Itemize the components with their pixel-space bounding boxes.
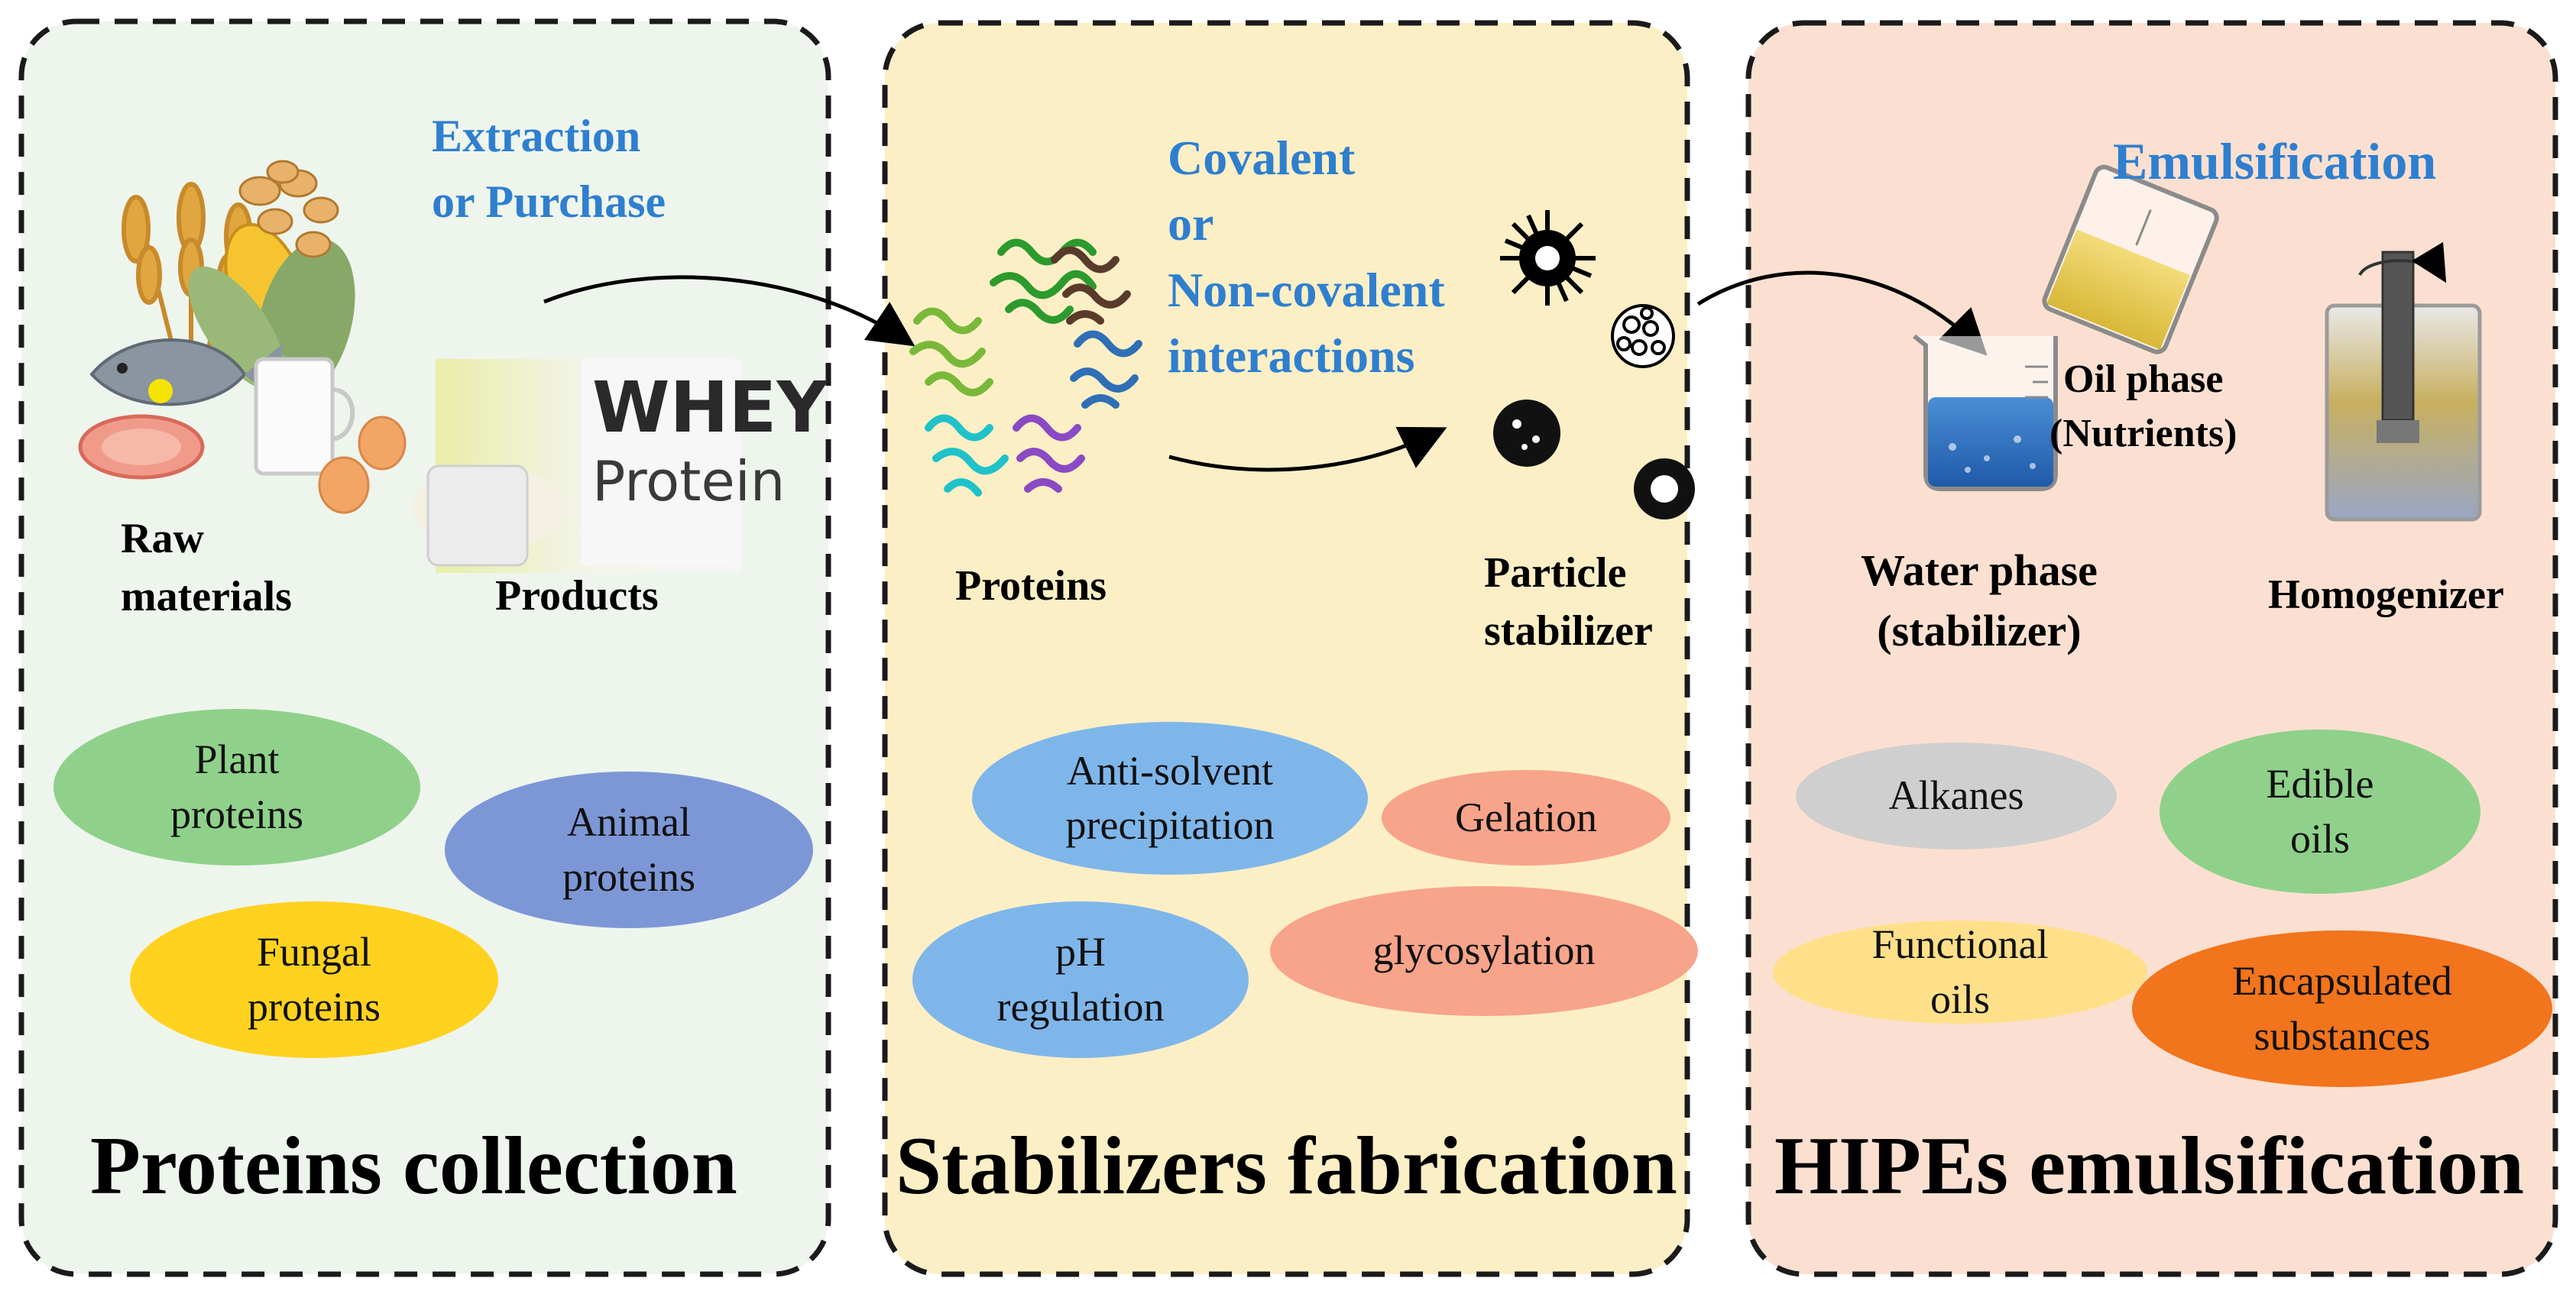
category-plant-proteins: Plant proteins [53,709,420,866]
proteins-label: Proteins [955,562,1107,610]
method-text-line: glycosylation [1372,927,1596,974]
method-text-line: pH [1055,929,1106,976]
protein-label: Protein [592,449,785,513]
panel-title-hipes-emulsification: HIPEs emulsification [1774,1121,2525,1212]
method-text-line: Anti-solvent [1067,747,1273,794]
method-text-line: precipitation [1065,802,1275,848]
raw-materials-image [78,160,407,514]
step-label-emulsification: Emulsification [2113,132,2437,190]
step-label-interactions-line4: interactions [1168,328,1415,383]
oil-text-line: Functional [1871,921,2049,968]
whey-label: WHEY [592,367,828,448]
method-anti-solvent-precipitation: Anti-solvent precipitation [972,722,1368,875]
particle-stabilizer-label: Particle stabilizer [1484,544,1653,660]
protein-structure-image [909,238,1142,497]
particle-stabilizer-image [1493,210,1695,519]
panel-title-stabilizers-fabrication: Stabilizers fabrication [896,1121,1677,1212]
water-phase-label-line1: Water phase [1861,545,2098,595]
oil-phase-label: Oil phase (Nutrients) [2049,353,2237,461]
category-text-line: Animal [567,799,691,846]
step-label-interactions-line3: Non-covalent [1168,262,1445,317]
step-label-interactions-line1: Covalent [1168,131,1356,185]
step-label-extraction-line2: or Purchase [432,176,666,227]
panel-title-proteins-collection: Proteins collection [90,1121,737,1212]
oil-text-line: Alkanes [1888,772,2024,819]
oil-beaker-icon [2042,164,2219,354]
oil-text-line: Edible [2266,761,2374,807]
category-animal-proteins: Animal proteins [445,772,813,928]
products-label: Products [495,572,659,620]
oil-text-line: Encapsulated [2232,958,2452,1005]
hairy-particle-icon [1500,210,1596,306]
aggregate-particle-icon [1611,304,1675,368]
egg-icon [318,416,407,514]
oil-phase-label-line2: (Nutrients) [2049,411,2237,455]
oil-encapsulated-substances: Encapsulated substances [2132,930,2552,1087]
category-text-line: proteins [170,791,303,837]
particle-stabilizer-label-line2: stabilizer [1484,607,1653,655]
soybean-icon [238,160,339,258]
water-phase-label-line2: (stabilizer) [1877,605,2082,655]
method-gelation: Gelation [1382,770,1670,866]
solid-particle-icon [1493,400,1560,467]
homogenizer-icon [2325,241,2482,522]
meat-slice-icon [78,414,205,480]
oil-text-line: oils [2289,815,2351,862]
oil-functional-oils: Functional oils [1773,921,2147,1024]
homogenizer-label: Homogenizer [2268,571,2504,617]
category-text-line: proteins [248,983,381,1030]
oil-text-line: substances [2254,1012,2431,1059]
raw-materials-label-line2: materials [121,572,292,620]
arrow-interactions [1168,426,1447,472]
whey-protein-image [413,359,741,573]
water-beaker-icon [1913,334,2058,491]
oil-phase-label-line1: Oil phase [2063,358,2224,401]
raw-materials-label: Raw materials [121,510,292,626]
method-text-line: Gelation [1455,794,1597,840]
category-text-line: proteins [562,853,695,900]
arrow-to-emulsification [1696,270,1988,356]
category-text-line: Plant [194,736,280,783]
step-label-interactions: Covalent or Non-covalent interactions [1168,125,1445,390]
method-text-line: regulation [996,983,1165,1030]
category-fungal-proteins: Fungal proteins [130,901,498,1058]
step-label-extraction-line1: Extraction [432,111,641,161]
category-text-line: Fungal [256,929,371,976]
method-glycosylation: glycosylation [1270,886,1698,1016]
oil-text-line: oils [1930,976,1990,1022]
raw-materials-label-line1: Raw [121,515,204,562]
step-label-extraction: Extraction or Purchase [432,104,666,235]
particle-stabilizer-label-line1: Particle [1484,549,1627,597]
milk-glass-icon [254,357,355,476]
step-label-interactions-line2: or [1168,196,1214,251]
hollow-particle-icon [1634,458,1695,519]
arrow-extraction [543,275,915,347]
oil-edible-oils: Edible oils [2160,730,2480,894]
water-phase-label: Water phase (stabilizer) [1861,541,2098,662]
oil-alkanes: Alkanes [1796,743,2117,849]
method-ph-regulation: pH regulation [912,901,1249,1058]
